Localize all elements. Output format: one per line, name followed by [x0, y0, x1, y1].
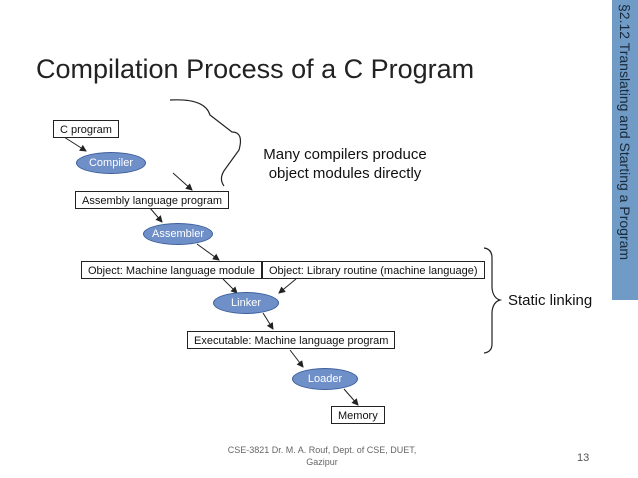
- node-linker: Linker: [213, 292, 279, 314]
- side-band: §2.12 Translating and Starting a Program: [612, 0, 638, 300]
- note-static-linking: Static linking: [508, 292, 593, 309]
- arrow-assembler-object: [196, 243, 220, 261]
- brace-static-linking: [483, 247, 503, 354]
- node-object-library: Object: Library routine (machine languag…: [262, 261, 485, 279]
- arrow-library-linker: [278, 278, 297, 294]
- note-compilers-line1: Many compilers produce: [263, 146, 427, 163]
- note-compilers: Many compilers produce object modules di…: [250, 145, 440, 183]
- arrow-assembly-assembler: [149, 207, 163, 223]
- node-executable: Executable: Machine language program: [187, 331, 396, 349]
- node-compiler: Compiler: [76, 152, 146, 174]
- brace-compilers: [169, 99, 242, 187]
- footer-line1: CSE-3821 Dr. M. A. Rouf, Dept. of CSE, D…: [227, 445, 417, 455]
- arrow-cprogram-compiler: [63, 136, 87, 152]
- node-loader: Loader: [292, 368, 358, 390]
- arrow-loader-memory: [343, 388, 359, 406]
- arrow-object-linker: [222, 278, 238, 294]
- node-object-machine: Object: Machine language module: [81, 261, 262, 279]
- node-assembly-program: Assembly language program: [75, 191, 230, 209]
- node-memory: Memory: [331, 406, 385, 424]
- note-compilers-line2: object modules directly: [268, 165, 422, 182]
- footer-line2: Gazipur: [306, 457, 338, 467]
- node-c-program: C program: [53, 120, 119, 138]
- arrow-compiler-assembly: [172, 172, 193, 191]
- slide-title: Compilation Process of a C Program: [36, 54, 475, 84]
- arrow-executable-loader: [289, 349, 304, 368]
- arrow-linker-executable: [262, 312, 274, 330]
- page-number: 13: [577, 452, 590, 464]
- footer-credit: CSE-3821 Dr. M. A. Rouf, Dept. of CSE, D…: [222, 444, 422, 468]
- node-assembler: Assembler: [143, 223, 213, 245]
